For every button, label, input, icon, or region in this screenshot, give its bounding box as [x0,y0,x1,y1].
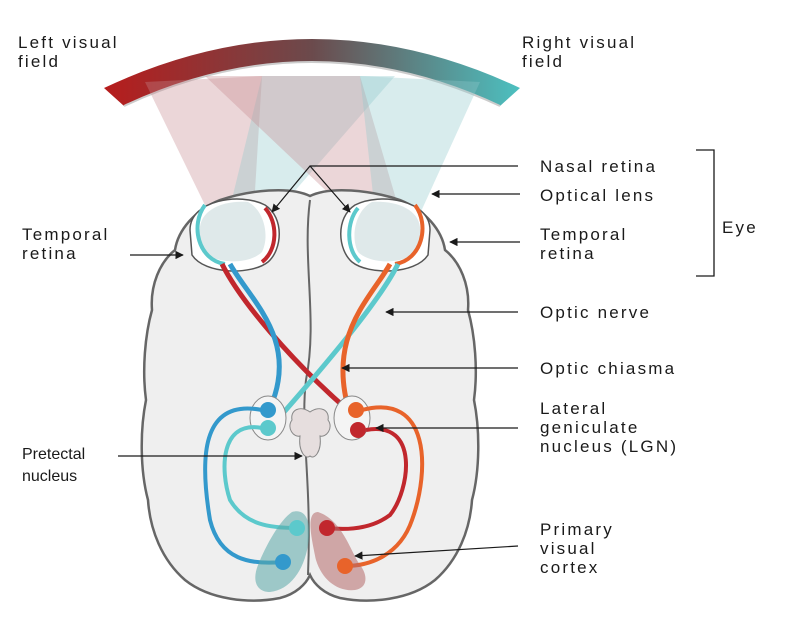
path-left-nasal [227,262,282,410]
arrow-icon [118,165,520,560]
label-optic-chiasma: Optic chiasma [540,359,677,378]
brain-midline [303,199,312,576]
radiation-cyan [222,425,298,530]
brain-outline [140,188,480,602]
label-optic-nerve: Optic nerve [540,303,652,322]
pretectal-shape [289,408,331,458]
node-lgn-blue [260,402,276,418]
label-optical-lens: Optical lens [540,186,656,205]
bracket-icon [696,149,715,277]
label-nasal-retina: Nasal retina [540,157,658,176]
label-eye: Eye [722,218,758,237]
visual-field-arc [104,39,520,106]
radiation-red [326,427,408,531]
radiation-blue [203,406,284,565]
visual-field-rim [123,61,501,107]
node-cortex-cyan [289,520,305,536]
node-cortex-red [319,520,335,536]
node-cortex-blue [275,554,291,570]
radiation-orange [344,405,425,568]
left-eye [189,198,280,272]
node-lgn-cyan [260,420,276,436]
node-cortex-orange [337,558,353,574]
node-lgn-orange [348,402,364,418]
right-eye [340,198,431,272]
node-lgn-red [350,422,366,438]
